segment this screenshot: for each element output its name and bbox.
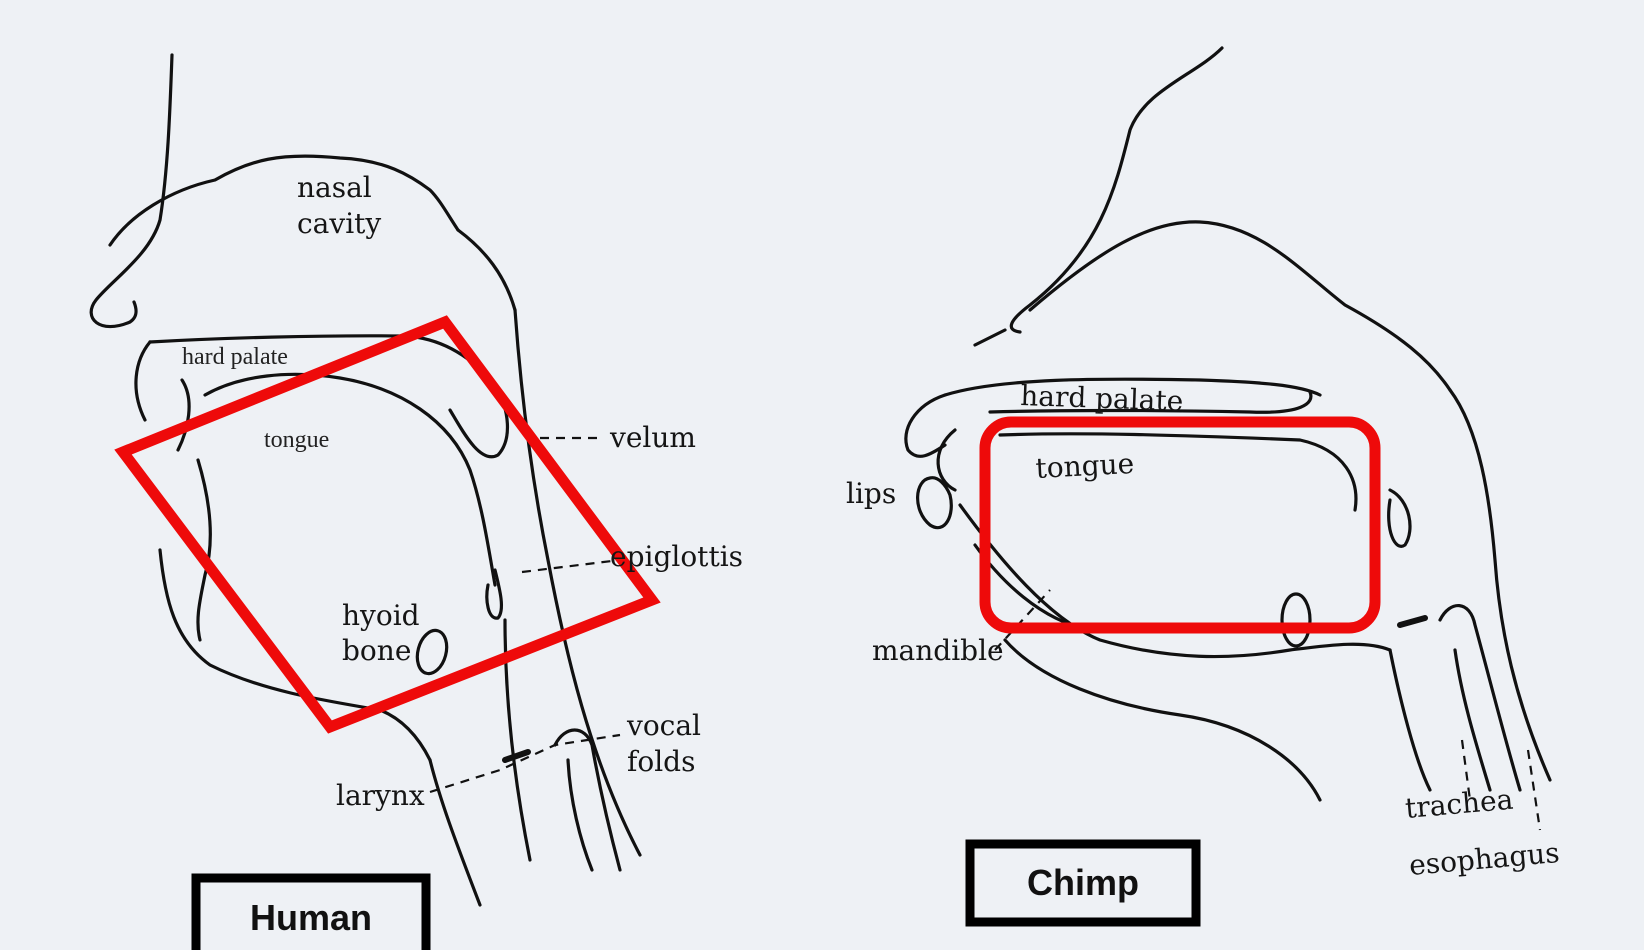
human-hyoid-label-line2: bone <box>342 634 411 667</box>
human-velum-label: velum <box>609 421 696 454</box>
human-vocal-label-line2: folds <box>627 745 695 778</box>
chimp-caption: Chimp <box>970 844 1196 922</box>
chimp-caption-label: Chimp <box>1027 862 1139 903</box>
human-caption: Human <box>196 878 426 950</box>
human-nasal-label-line2: cavity <box>297 207 381 240</box>
human-larynx-label: larynx <box>336 779 425 812</box>
human-nasal-label-line1: nasal <box>297 171 372 204</box>
human-hyoid-label-line1: hyoid <box>342 599 420 632</box>
human-vocal-label-line1: vocal <box>626 709 701 742</box>
chimp-trachea-label: trachea <box>1404 783 1515 825</box>
chimp-esophagus-label: esophagus <box>1408 836 1561 882</box>
human-caption-label: Human <box>250 897 372 938</box>
human-epiglottis-label: epiglottis <box>610 540 743 573</box>
chimp-vocal-tract-drawing <box>906 48 1550 830</box>
human-tongue-label: tongue <box>264 427 329 453</box>
human-hard-palate-label: hard palate <box>182 344 288 370</box>
chimp-lips-label: lips <box>846 477 896 510</box>
human-labels: nasal cavity hard palate tongue velum ep… <box>182 171 743 812</box>
chimp-mandible-label: mandible <box>872 634 1004 667</box>
chimp-hard-palate-label: hard palate <box>1020 379 1184 418</box>
chimp-tongue-label: tongue <box>1035 447 1135 485</box>
